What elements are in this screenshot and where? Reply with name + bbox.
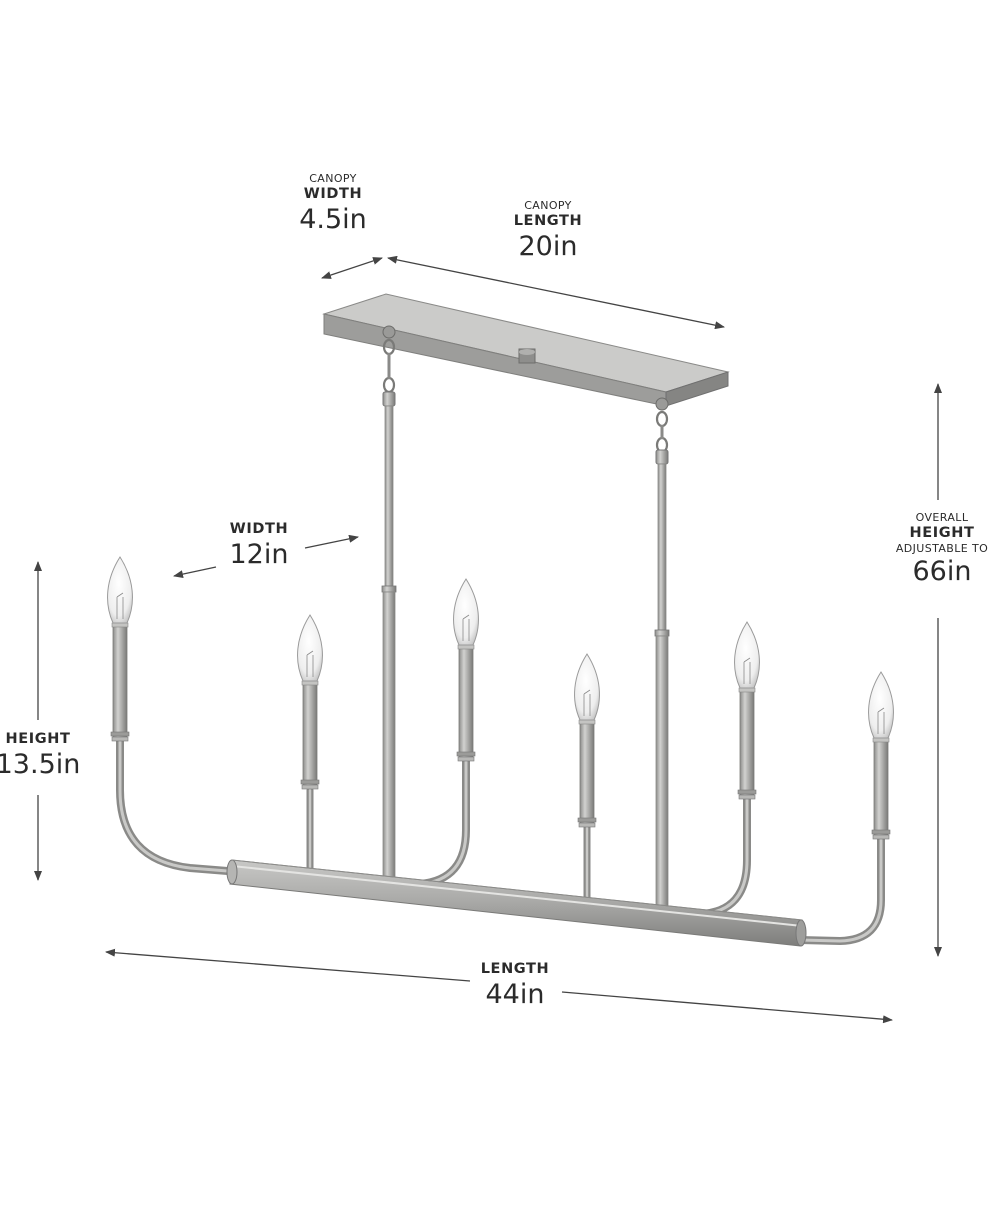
width-value: 12in — [229, 539, 289, 570]
canopy-width-label-small: CANOPY — [309, 172, 357, 185]
width-label: WIDTH 12in — [209, 520, 309, 572]
light-4 — [574, 653, 600, 828]
canopy-length-label-small: CANOPY — [524, 199, 572, 212]
suspension — [381, 325, 670, 909]
width-label-main: WIDTH — [229, 521, 289, 537]
main-bar — [226, 859, 807, 947]
canopy-length-value: 20in — [518, 231, 578, 262]
light-5 — [734, 621, 760, 800]
canopy-width-label-main: WIDTH — [303, 186, 363, 202]
overall-height-label-small2: ADJUSTABLE TO — [895, 542, 989, 555]
width-arrow-left — [173, 566, 217, 579]
light-6 — [868, 671, 894, 840]
canopy-length-label: CANOPY LENGTH 20in — [498, 199, 598, 264]
light-3 — [453, 578, 479, 762]
overall-height-value: 66in — [912, 556, 972, 587]
overall-height-label-small: OVERALL — [915, 511, 969, 524]
canopy-width-label: CANOPY WIDTH 4.5in — [283, 172, 383, 237]
lights — [107, 556, 894, 840]
height-value: 13.5in — [0, 749, 81, 780]
length-value: 44in — [485, 979, 545, 1010]
overall-height-label: OVERALL HEIGHT ADJUSTABLE TO 66in — [884, 511, 1000, 589]
canopy-width-value: 4.5in — [299, 204, 367, 235]
height-label-main: HEIGHT — [5, 731, 71, 747]
light-1 — [107, 556, 133, 742]
length-arrow-right — [561, 991, 893, 1024]
length-label-main: LENGTH — [480, 961, 550, 977]
canopy-length-arrow — [387, 255, 725, 330]
length-arrow-left — [105, 948, 471, 982]
length-label: LENGTH 44in — [465, 960, 565, 1012]
canopy-width-arrow — [321, 257, 383, 279]
canopy-length-label-main: LENGTH — [513, 213, 583, 229]
height-label: HEIGHT 13.5in — [0, 730, 84, 782]
dimension-arrows — [34, 255, 942, 1024]
overall-height-label-main: HEIGHT — [909, 525, 975, 541]
light-2 — [297, 614, 323, 790]
width-arrow-right — [304, 534, 359, 549]
